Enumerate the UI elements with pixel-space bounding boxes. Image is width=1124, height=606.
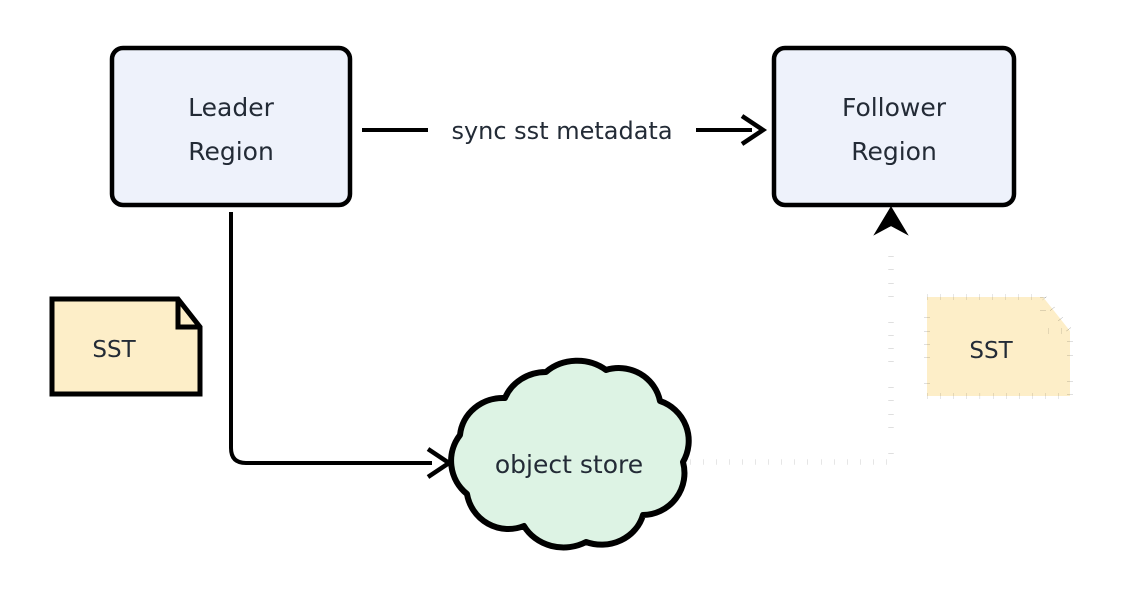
leader-region-label-line1: Leader xyxy=(188,93,274,122)
node-object-store[interactable]: object store xyxy=(448,357,692,551)
node-sst-leader[interactable]: SST xyxy=(49,296,203,397)
sst-leader-shape[interactable] xyxy=(49,296,203,397)
object-store-cloud-shape[interactable] xyxy=(448,357,692,551)
leader-region-label-line2: Region xyxy=(188,137,274,166)
follower-region-label-line1: Follower xyxy=(842,93,947,122)
edge-object-store-to-follower xyxy=(690,206,909,465)
edge-object-store-to-follower-path xyxy=(690,240,894,465)
edge-leader-to-object-store xyxy=(229,212,454,479)
node-follower-region[interactable]: Follower Region xyxy=(771,45,1017,208)
edge-leader-to-object-store-path xyxy=(229,212,432,465)
edge-object-store-to-follower-arrowhead xyxy=(873,206,909,236)
sst-follower-shape-fill[interactable] xyxy=(927,297,1070,396)
follower-region-label-line2: Region xyxy=(851,137,937,166)
follower-region-box[interactable] xyxy=(771,45,1017,208)
node-leader-region[interactable]: Leader Region xyxy=(109,45,353,208)
leader-region-box[interactable] xyxy=(109,45,353,208)
sst-follower-label: SST xyxy=(969,338,1013,364)
sst-leader-fold xyxy=(175,299,200,330)
sst-leader-label: SST xyxy=(92,337,136,363)
edge-leader-to-follower: sync sst metadata xyxy=(362,114,768,146)
node-sst-follower[interactable]: SST xyxy=(924,294,1073,399)
edge-leader-to-follower-label: sync sst metadata xyxy=(451,117,672,145)
object-store-label: object store xyxy=(495,450,643,479)
edge-leader-to-follower-arrowhead xyxy=(740,114,768,146)
